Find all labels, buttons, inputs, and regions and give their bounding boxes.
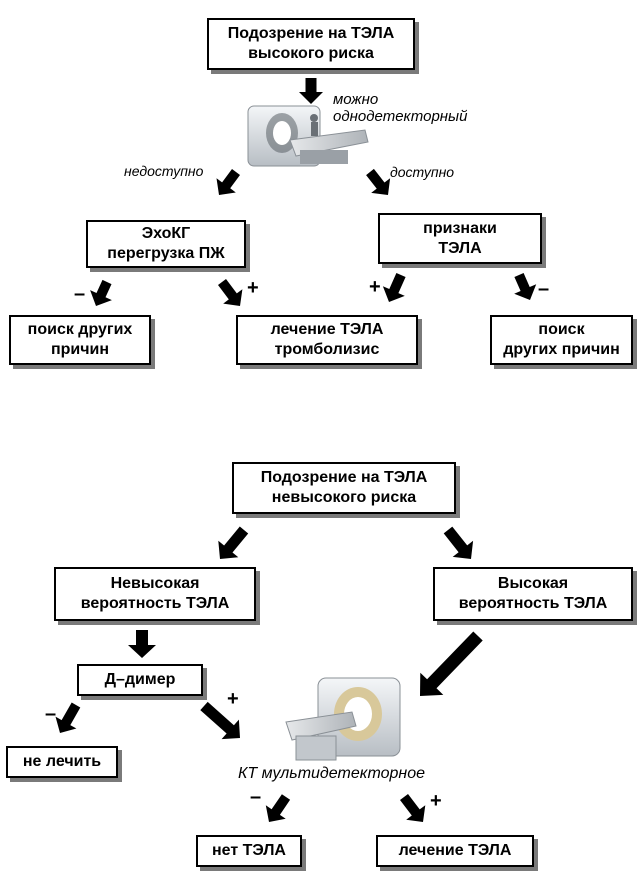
branch-unavailable-label: недоступно (124, 163, 204, 179)
arrow-high-prob-to-ct (420, 631, 483, 696)
other-causes-left-box: поиск других причин (9, 315, 151, 365)
treatment-line-2: тромболизис (274, 341, 380, 358)
plus-sign-signs: + (369, 276, 381, 298)
echo-box: ЭхоКГ перегрузка ПЖ (86, 220, 246, 268)
ct-single-label: можно однодетекторный (333, 91, 468, 125)
minus-sign-echo: – (74, 283, 86, 305)
plus-sign-ct: + (430, 790, 442, 812)
treatment-thrombolysis-box: лечение ТЭЛА тромболизис (236, 315, 418, 365)
treatment-line-1: лечение ТЭЛА (270, 321, 384, 338)
arrow-available (366, 168, 391, 195)
minus-sign-signs: – (538, 278, 550, 300)
echo-box-line-1: ЭхоКГ (141, 225, 191, 242)
low-title-line-2: невысокого риска (271, 489, 417, 506)
minus-sign-ct: – (250, 786, 262, 808)
high-prob-line-1: Высокая (497, 575, 569, 592)
low-risk-title-box: Подозрение на ТЭЛА невысокого риска (232, 462, 456, 514)
no-pe-box: нет ТЭЛА (196, 835, 302, 867)
title-line-2: высокого риска (248, 45, 374, 62)
ct-scanner-icon (247, 105, 369, 167)
high-prob-line-2: вероятность ТЭЛА (458, 595, 608, 612)
d-dimer-box: Д–димер (77, 664, 203, 696)
minus-sign-ddimer: – (45, 703, 57, 725)
high-probability-box: Высокая вероятность ТЭЛА (433, 567, 633, 621)
signs-box-line-1: признаки (423, 219, 497, 237)
low-prob-line-2: вероятность ТЭЛА (80, 595, 230, 612)
signs-box-line-2: ТЭЛА (438, 239, 482, 257)
other-causes-left-line-1: поиск других (27, 321, 133, 338)
ct-multi-label: КТ мультидетекторное (238, 765, 425, 782)
low-title-line-1: Подозрение на ТЭЛА (260, 469, 428, 486)
title-line-1: Подозрение на ТЭЛА (227, 25, 395, 42)
no-treatment-box: не лечить (6, 746, 118, 778)
low-probability-box: Невысокая вероятность ТЭЛА (54, 567, 256, 621)
arrow-signs-minus (514, 273, 537, 300)
arrows-group (55, 78, 537, 822)
high-risk-title-box: Подозрение на ТЭЛА высокого риска (207, 18, 415, 70)
plus-sign-ddimer: + (227, 688, 239, 710)
arrow-ddimer-plus (200, 701, 240, 740)
ct-single-label-line-2: однодетекторный (333, 107, 468, 125)
branch-available-label: доступно (390, 164, 455, 180)
arrow-unavailable (216, 169, 240, 195)
other-causes-right-line-2: других причин (503, 341, 620, 358)
arrow-title-to-high-prob (443, 526, 474, 559)
arrow-echo-minus (90, 279, 112, 306)
arrow-low-prob-to-ddimer (128, 630, 156, 658)
arrow-ct-plus (400, 794, 426, 822)
echo-box-line-2: перегрузка ПЖ (107, 245, 225, 262)
plus-sign-echo: + (247, 277, 259, 299)
arrow-echo-plus (218, 279, 243, 306)
arrow-title-to-scanner (299, 78, 323, 104)
other-causes-right-box: поиск других причин (490, 315, 633, 365)
ct-scanner-icon (285, 677, 401, 761)
signs-box: признаки ТЭЛА (378, 213, 542, 264)
ct-single-label-line-1: можно (333, 91, 379, 108)
arrow-title-to-low-prob (218, 526, 249, 559)
pe-treatment-box: лечение ТЭЛА (376, 835, 534, 867)
low-prob-line-1: Невысокая (110, 575, 200, 592)
arrow-ddimer-minus (55, 702, 81, 733)
other-causes-left-line-2: причин (50, 341, 110, 358)
other-causes-right-line-1: поиск (538, 321, 585, 338)
arrow-ct-minus (265, 794, 291, 822)
arrow-signs-plus (382, 273, 406, 302)
